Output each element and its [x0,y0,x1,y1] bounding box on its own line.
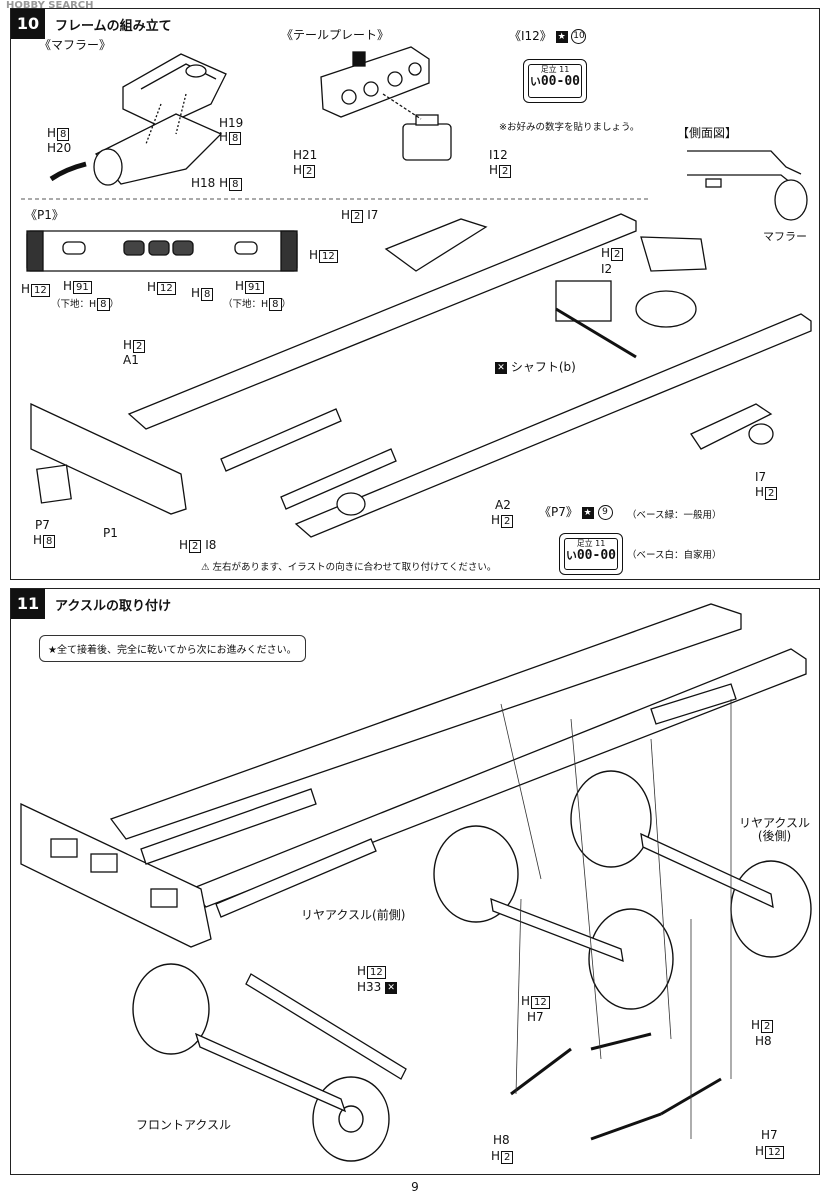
front-axle-label: フロントアクスル [136,1118,232,1132]
part-a1: A1 [123,353,139,367]
chassis-frame-drawing [30,213,812,538]
part-h19: H19 [219,116,244,130]
i12-license-plate: 足立 11 い00-00 [523,59,587,103]
step-10-illustration [21,46,812,538]
part-i12: I12 [489,148,508,162]
p7-plate-heading: 《P7》 ★ 9 [539,505,613,520]
p1-bumper-drawing [26,230,298,272]
step-10-panel: 10 フレームの組み立て [10,8,820,580]
muffler-parts-drawing [49,53,227,186]
p7-note-green: （ベース緑：一般用） [627,510,722,521]
rear-axle-front-label: リヤアクスル(前側) [301,908,406,922]
part-p7: P7 [35,518,50,532]
part-h8-right: H8 [755,1034,772,1048]
step-11-panel: 11 アクスルの取り付け ★全て接着後、完全に乾いてから次にお進みください。 [10,588,820,1175]
part-h7-left: H7 [527,1010,544,1024]
chassis-drawing [20,603,807,948]
part-a2: A2 [495,498,511,512]
drying-note: ★全て接着後、完全に乾いてから次にお進みください。 [39,635,306,662]
side-view-heading: 【側面図】 [677,126,738,140]
part-h20: H20 [47,141,72,155]
side-view-drawing [687,150,808,221]
shaft-label: ✕ シャフト(b) [495,360,576,374]
wheels-drawing [132,770,812,1162]
part-i2: I2 [601,262,613,276]
assembly-guide-lines [500,699,732,1139]
watermark: HOBBY SEARCH [6,0,94,11]
part-h7-bottom: H7 [761,1128,778,1142]
part-i7-right: I7 [755,470,767,484]
page-number: 9 [411,1180,419,1194]
p7-license-plate: 足立 11 い00-00 [559,533,623,575]
rear-axle-rear-label: リヤアクスル (後側) [739,816,811,844]
step-title: アクスルの取り付け [55,599,171,614]
step-title: フレームの組み立て [55,19,172,34]
step-number: 11 [11,589,45,619]
tail-plate-heading: 《テールプレート》 [281,28,390,42]
part-h33: H33 ✕ [357,980,398,994]
side-view-muffler-label: マフラー [763,230,807,243]
tail-plate-drawing [320,46,452,161]
step-11-illustration [20,603,812,1162]
step-number: 10 [11,9,45,39]
axles-drawing [194,832,774,1141]
p7-note-white: （ベース白：自家用） [627,550,722,561]
p1-heading: 《P1》 [25,208,64,222]
i12-plate-heading: 《I12》 ★ 10 [509,29,587,44]
muffler-heading: 《マフラー》 [39,38,112,52]
part-p1: P1 [103,526,118,540]
part-h21: H21 [293,148,318,162]
part-h8-bottom: H8 [493,1133,510,1147]
i12-plate-note: ※お好みの数字を貼りましょう。 [499,122,640,133]
orientation-note: ⚠ 左右があります、イラストの向きに合わせて取り付けてください。 [201,562,497,573]
